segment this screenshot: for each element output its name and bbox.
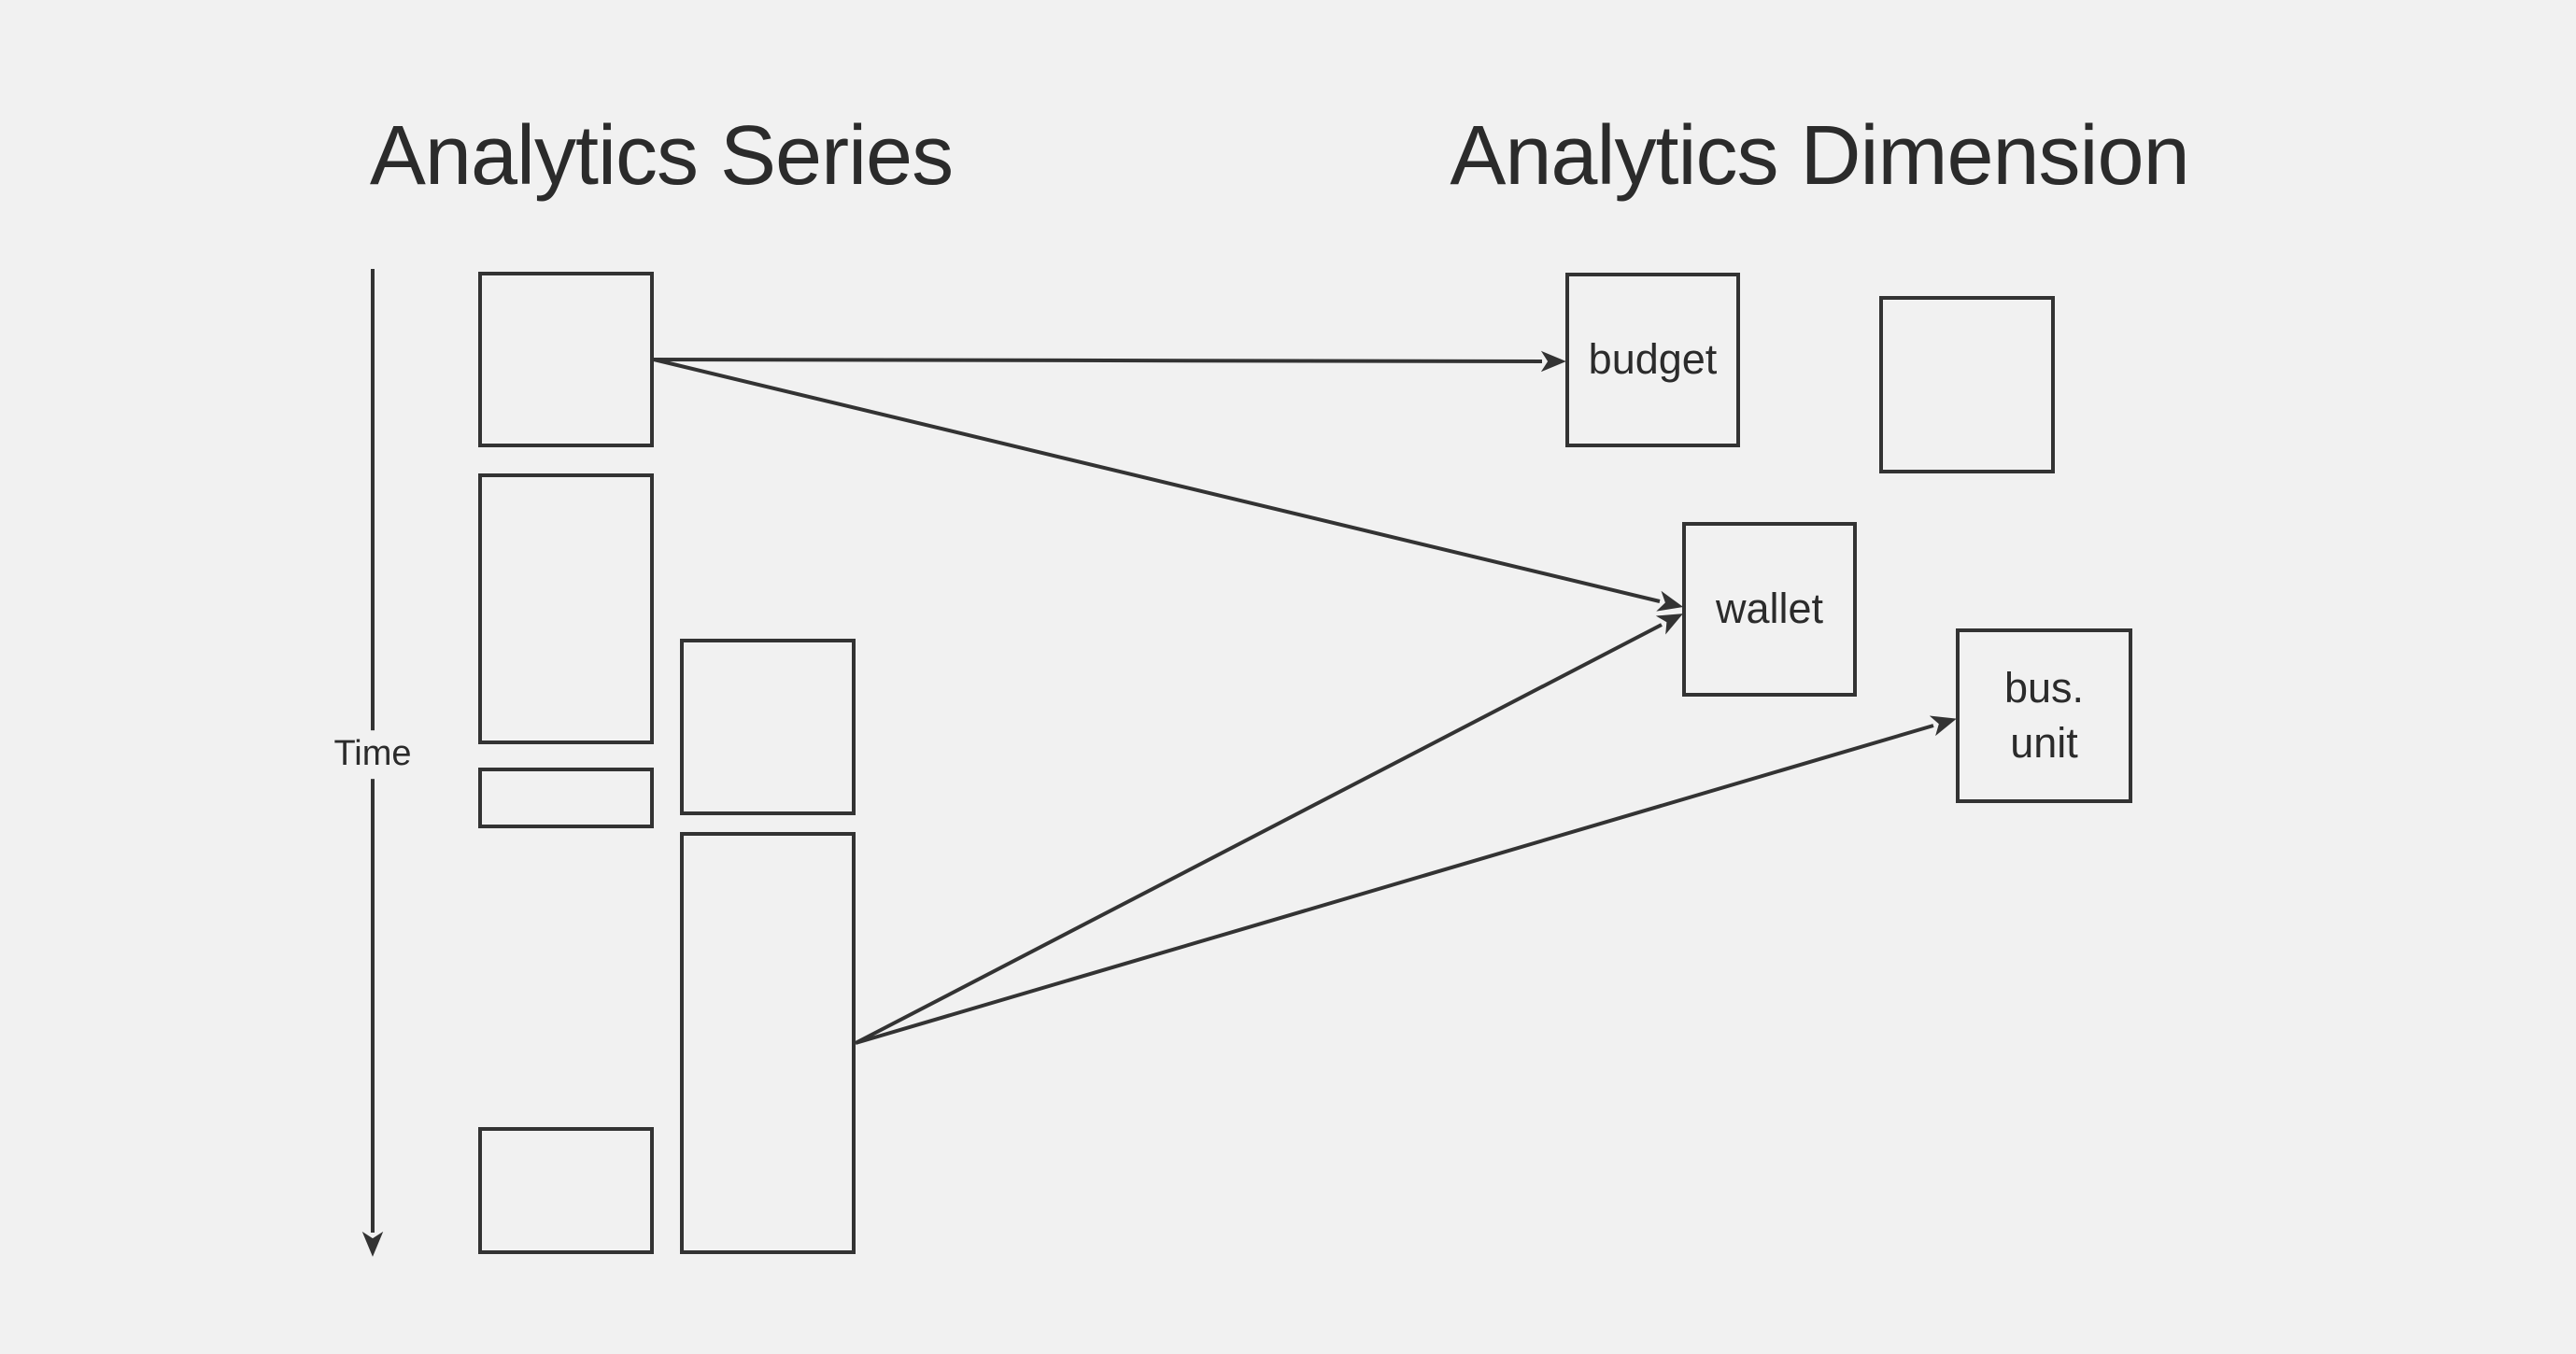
edge-series1-wallet <box>653 358 1684 612</box>
budget-label: budget <box>1588 335 1718 384</box>
edge-series1-budget <box>653 350 1566 373</box>
dimension-box-bus-unit: bus. unit <box>1956 628 2132 803</box>
title-analytics-series: Analytics Series <box>369 109 954 203</box>
title-analytics-dimension: Analytics Dimension <box>1450 109 2189 203</box>
dimension-box-empty <box>1879 296 2055 473</box>
series-box-4 <box>680 639 856 815</box>
series-box-6 <box>478 1127 654 1254</box>
series-box-3 <box>478 768 654 828</box>
series-box-1 <box>478 272 654 447</box>
time-axis-label: Time <box>320 730 425 779</box>
edge-series5-wallet <box>855 614 1683 1045</box>
dimension-box-wallet: wallet <box>1682 522 1857 697</box>
wallet-label: wallet <box>1715 585 1824 633</box>
series-box-2 <box>478 473 654 744</box>
edge-series5-busunit <box>855 715 1957 1045</box>
series-box-5 <box>680 832 856 1254</box>
bus-unit-label-line1: bus. <box>2003 664 2085 712</box>
dimension-box-budget: budget <box>1565 273 1740 447</box>
bus-unit-label-line2: unit <box>2010 718 2078 767</box>
